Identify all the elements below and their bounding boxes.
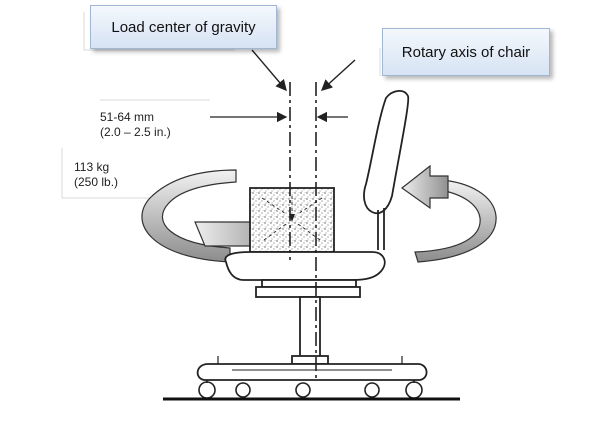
offset-in-label: (2.0 – 2.5 in.)	[100, 125, 171, 139]
background-frame	[61, 12, 381, 199]
rotation-arrow-right	[400, 164, 497, 263]
load-center-callout: Load center of gravity	[90, 5, 277, 49]
chair-base	[196, 356, 428, 381]
load-kg-label: 113 kg	[74, 160, 110, 174]
chair-backrest	[363, 90, 410, 250]
rotary-axis-callout: Rotary axis of chair	[382, 28, 550, 76]
chair-casters	[198, 380, 423, 399]
offset-mm-label: 51-64 mm	[100, 110, 155, 124]
callout-leaders	[251, 49, 356, 92]
chair-column	[291, 296, 329, 365]
load-lb-label: (250 lb.)	[74, 175, 119, 189]
chair-seat	[224, 251, 386, 298]
load-block	[249, 187, 335, 253]
